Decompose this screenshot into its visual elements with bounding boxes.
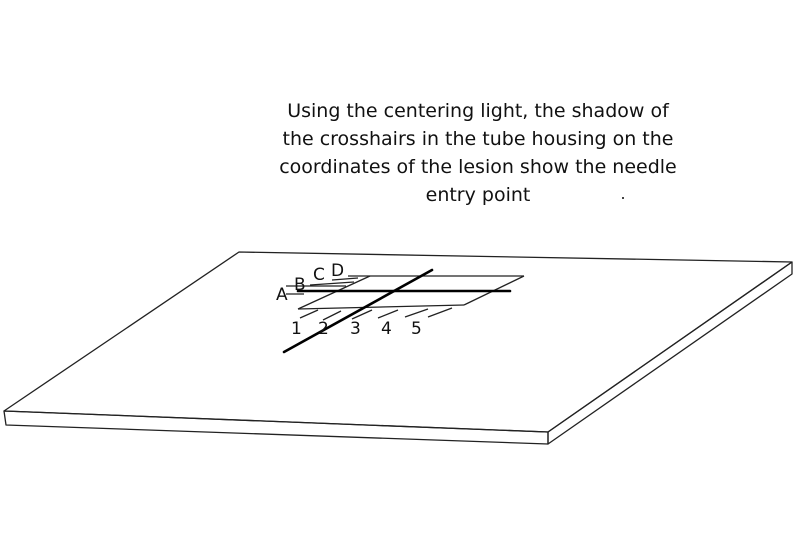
- column-tick-1: [299, 309, 319, 319]
- table-side-edge: [547, 261, 793, 445]
- column-tick-5: [404, 308, 429, 318]
- column-label-3: 3: [350, 319, 361, 339]
- column-tick-3: [351, 309, 373, 320]
- grid-bottom-line: [297, 304, 465, 310]
- row-label-b: B: [294, 275, 306, 295]
- column-tick-4: [377, 309, 399, 319]
- row-label-d: D: [331, 261, 344, 281]
- column-label-4: 4: [381, 319, 392, 339]
- crosshair-shadow: [282, 268, 512, 354]
- row-label-c: C: [313, 265, 325, 285]
- caption-line-1: Using the centering light, the shadow of: [287, 100, 669, 122]
- row-line-d: [331, 277, 359, 281]
- stray-dot: [622, 197, 624, 199]
- caption-text: Using the centering light, the shadow of…: [270, 97, 686, 209]
- caption-line-3: coordinates of the lesion show the needl…: [279, 156, 677, 178]
- grid-left-edge: [297, 275, 371, 310]
- row-line-c: [309, 281, 355, 286]
- crosshair-diagonal: [282, 268, 434, 354]
- row-label-a: A: [276, 285, 288, 305]
- column-tick-2: [322, 310, 342, 321]
- table-slab: [3, 251, 793, 445]
- caption-line-4: entry point: [425, 184, 531, 206]
- column-label-1: 1: [291, 319, 302, 339]
- table-front-edge: [3, 410, 549, 445]
- caption-line-2: the crosshairs in the tube housing on th…: [282, 128, 674, 150]
- column-tick-6: [427, 307, 453, 318]
- column-label-2: 2: [318, 319, 329, 339]
- table-top: [3, 251, 793, 433]
- column-label-5: 5: [411, 319, 422, 339]
